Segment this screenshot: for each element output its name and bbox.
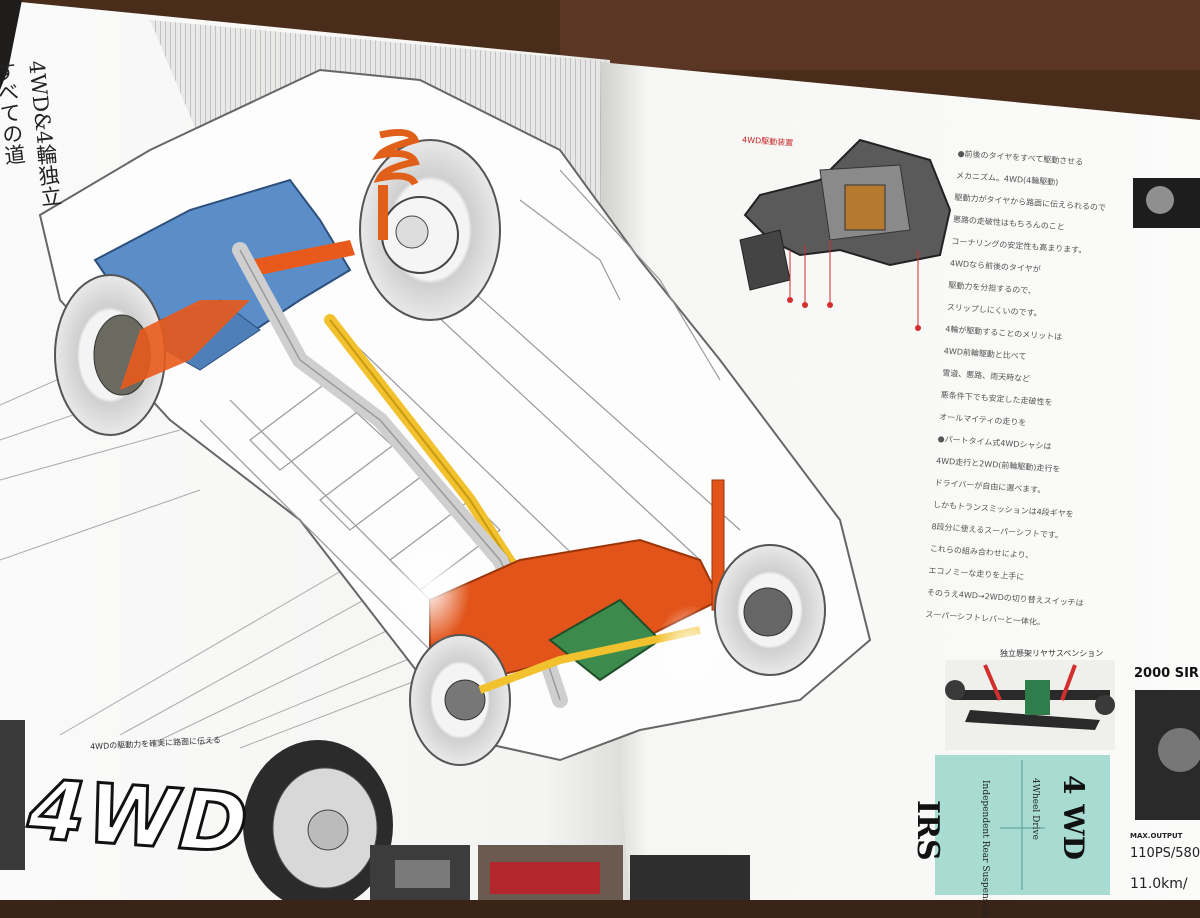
body-text-line: 悪条件下でも安定した走破性を bbox=[940, 390, 1053, 408]
body-text-line: 8段分に使えるスーパーシフトです。 bbox=[931, 522, 1064, 541]
body-text-line: 駆動力を分担するので、 bbox=[948, 280, 1037, 296]
body-text-line: 悪路の走破性はもちろんのこと bbox=[952, 214, 1066, 232]
body-text-line: 4WD前輪駆動と比べて bbox=[943, 346, 1027, 362]
body-text-line: スーパーシフトレバーと一体化。 bbox=[925, 609, 1046, 628]
body-text-line: これらの組み合わせにより、 bbox=[929, 544, 1034, 561]
body-text-line: オールマイティの走りを bbox=[938, 412, 1027, 428]
suspension-label: 独立懸架リヤサスペンション bbox=[1000, 649, 1104, 658]
fuel-value: 11.0km/ bbox=[1130, 876, 1188, 892]
max-output-value: 110PS/5800 bbox=[1130, 846, 1200, 861]
max-output-label: MAX.OUTPUT bbox=[1130, 832, 1183, 840]
rear-suspension-photo bbox=[945, 660, 1115, 750]
4wd-badge-subtext: 4Wheel Drive bbox=[1030, 778, 1040, 840]
body-text-line: 駆動力がタイヤから路面に伝えられるので bbox=[954, 192, 1107, 213]
body-text-line: メカニズム。4WD(4輪駆動) bbox=[955, 170, 1059, 188]
edge-heading: 2000 SIR bbox=[1134, 666, 1199, 681]
transmission-cutaway bbox=[739, 138, 952, 331]
body-text-line: コーナリングの安定性も高まります。 bbox=[951, 236, 1087, 256]
body-text-line: 4WD走行と2WD(前輪駆動)走行を bbox=[935, 456, 1061, 474]
body-text-line: 4輪が駆動することのメリットは bbox=[945, 324, 1063, 342]
body-text-line: そのうえ4WD→2WDの切り替えスイッチは bbox=[926, 587, 1084, 608]
car-thumbnails bbox=[370, 845, 750, 900]
body-text-line: しかもトランスミッションは4段ギヤを bbox=[932, 500, 1074, 519]
body-text-line: エコノミーな走りを上手に bbox=[928, 565, 1025, 582]
car-cutaway-illustration bbox=[38, 68, 872, 766]
body-text-line: 雪道、悪路、雨天時など bbox=[941, 368, 1031, 384]
body-text-column: ●前後のタイヤをすべて駆動させるメカニズム。4WD(4輪駆動)駆動力がタイヤから… bbox=[924, 148, 1128, 649]
irs-badge-text: IRS bbox=[910, 800, 945, 861]
body-text-line: 4WDなら前後のタイヤが bbox=[949, 258, 1041, 275]
4wd-badge-text: 4 WD bbox=[1057, 775, 1090, 860]
body-text-line: スリップしにくいのです。 bbox=[946, 302, 1043, 319]
tire-photo bbox=[0, 720, 393, 910]
body-text-line: ●パートタイム式4WDシャシは bbox=[937, 434, 1052, 452]
4wd-logo: 4WD bbox=[23, 761, 254, 874]
irs-badge-subtext: Independent Rear Suspension bbox=[980, 780, 990, 918]
body-text-line: ドライバーが自由に選べます。 bbox=[934, 478, 1046, 495]
